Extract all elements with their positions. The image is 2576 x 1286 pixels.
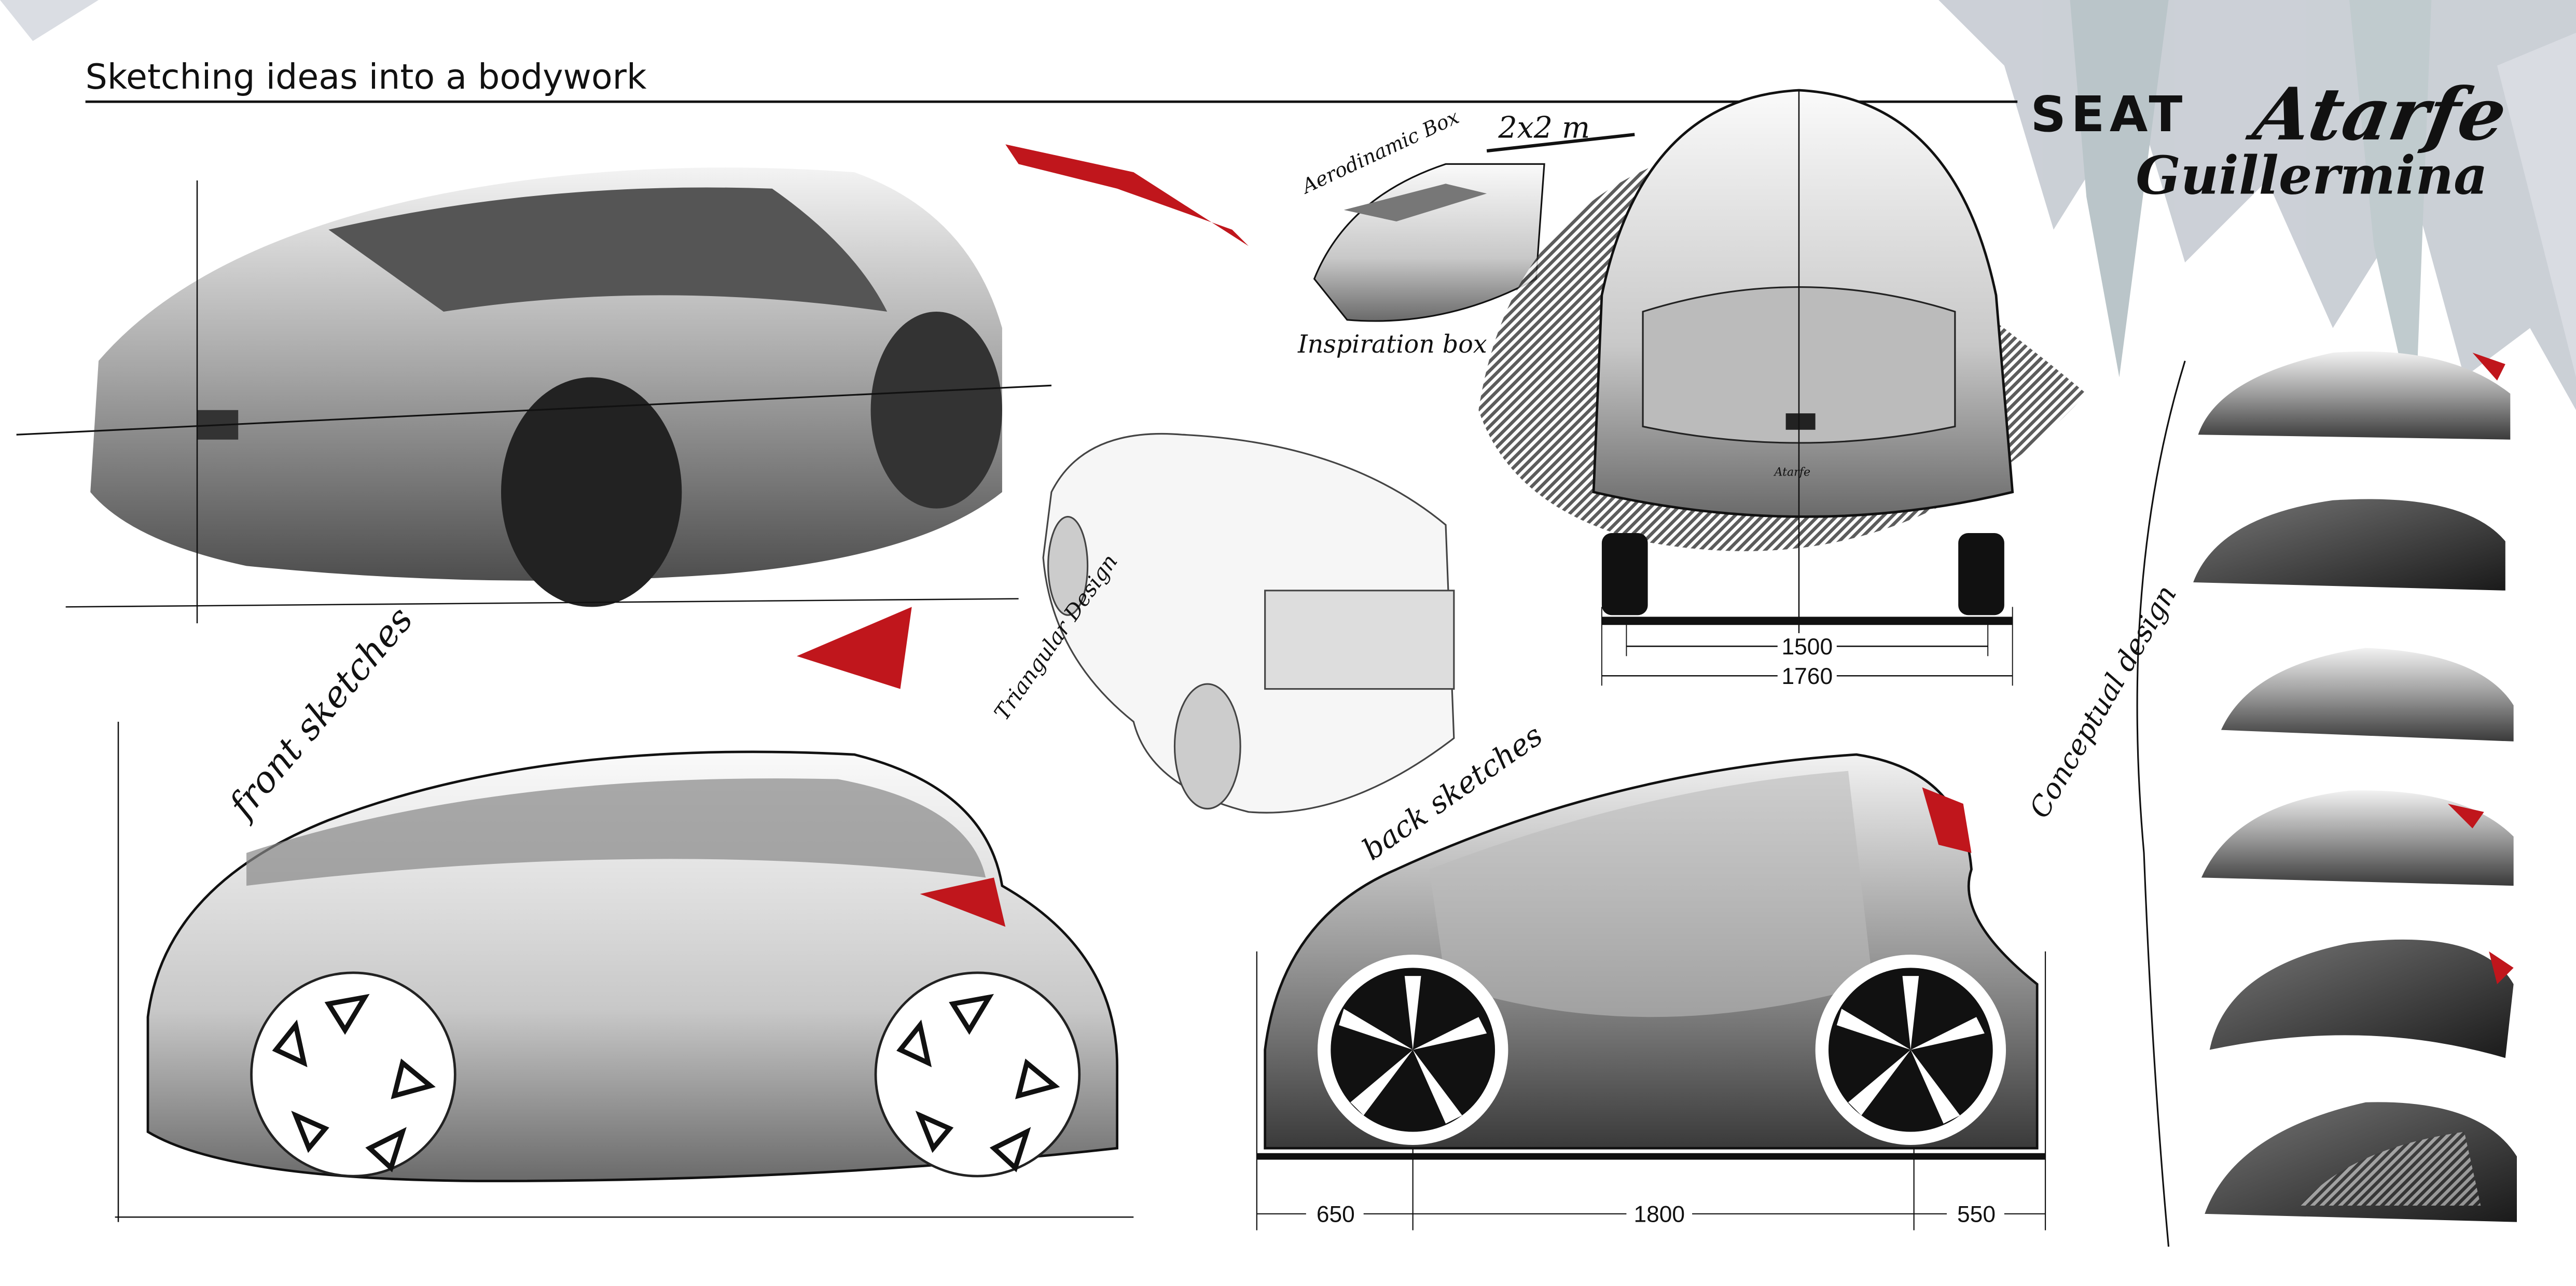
front-three-quarter-sketch	[16, 167, 1052, 624]
dim-width: 1760	[1781, 664, 1833, 689]
dim-track: 1500	[1781, 634, 1833, 660]
thumbnail	[2193, 499, 2505, 591]
logo-model: Atarfe	[2242, 72, 2513, 157]
thumbnail	[2205, 1102, 2517, 1222]
dim-front-overhang: 650	[1317, 1202, 1355, 1227]
side-view-sketch-left	[115, 721, 1134, 1222]
side-view-sketch-right	[1256, 753, 2046, 1160]
dim-wheelbase: 1800	[1633, 1202, 1685, 1227]
logo-designer: Guillermina	[2136, 144, 2488, 206]
wheel-rear	[1815, 955, 2006, 1145]
thumbnail	[2201, 790, 2514, 886]
label-inspiration-box: Inspiration box	[1297, 330, 1487, 359]
rear-dimensions: 1500 1760	[1601, 607, 2013, 689]
thumbnail	[2221, 648, 2514, 742]
dim-rear-overhang: 550	[1957, 1202, 1996, 1227]
label-front-sketches: front sketches	[219, 599, 421, 828]
rear-badge: Atarfe	[1773, 465, 1810, 479]
logo-brand: SEAT	[2031, 86, 2187, 143]
label-size: 2x2 m	[1498, 111, 1590, 145]
concept-thumbnails	[2193, 351, 2517, 1222]
wheel-front	[1318, 955, 1508, 1145]
thumbnail	[2209, 939, 2514, 1058]
background-shards	[0, 0, 2576, 427]
red-light-detail	[1005, 144, 1249, 246]
seat-atarfe-logo: SEAT Atarfe Guillermina	[2031, 72, 2513, 206]
board-title: Sketching ideas into a bodywork	[86, 57, 647, 97]
red-triangle-detail	[797, 607, 912, 689]
thumbnail	[2198, 351, 2511, 440]
rear-three-quarter-sketch	[1042, 432, 1455, 814]
rear-view-sketch: Atarfe	[1478, 89, 2087, 640]
label-conceptual-design: Conceptual design	[2023, 579, 2183, 823]
